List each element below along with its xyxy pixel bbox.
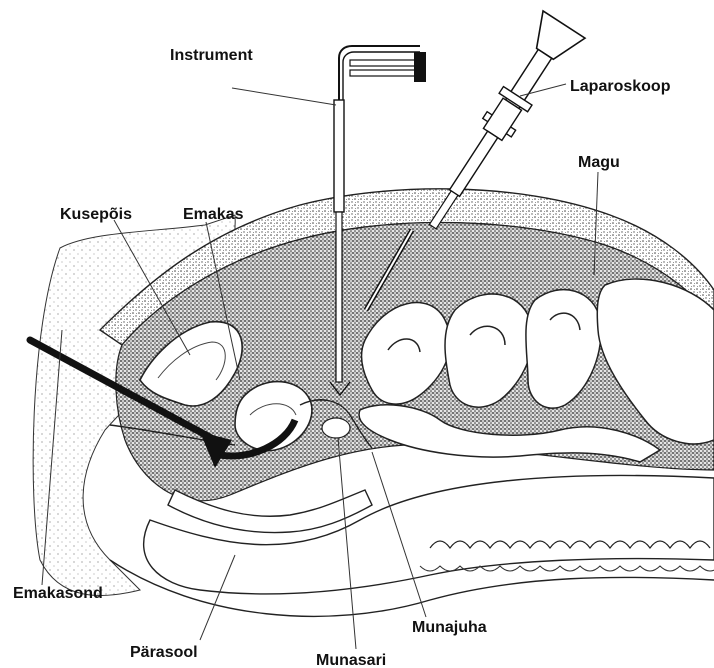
label-kusepois: Kusepõis (60, 206, 132, 223)
label-parasool: Pärasool (130, 644, 198, 661)
ovary-shape (322, 418, 350, 438)
label-munasari: Munasari (316, 652, 386, 668)
label-laparoskoop: Laparoskoop (570, 78, 671, 95)
body-outline (33, 189, 714, 617)
label-emakasond: Emakasond (13, 585, 103, 602)
intestine-loops (359, 279, 714, 462)
label-emakas: Emakas (183, 206, 244, 223)
label-magu: Magu (578, 154, 620, 171)
label-munajuha: Munajuha (412, 619, 487, 636)
label-instrument: Instrument (170, 47, 253, 64)
